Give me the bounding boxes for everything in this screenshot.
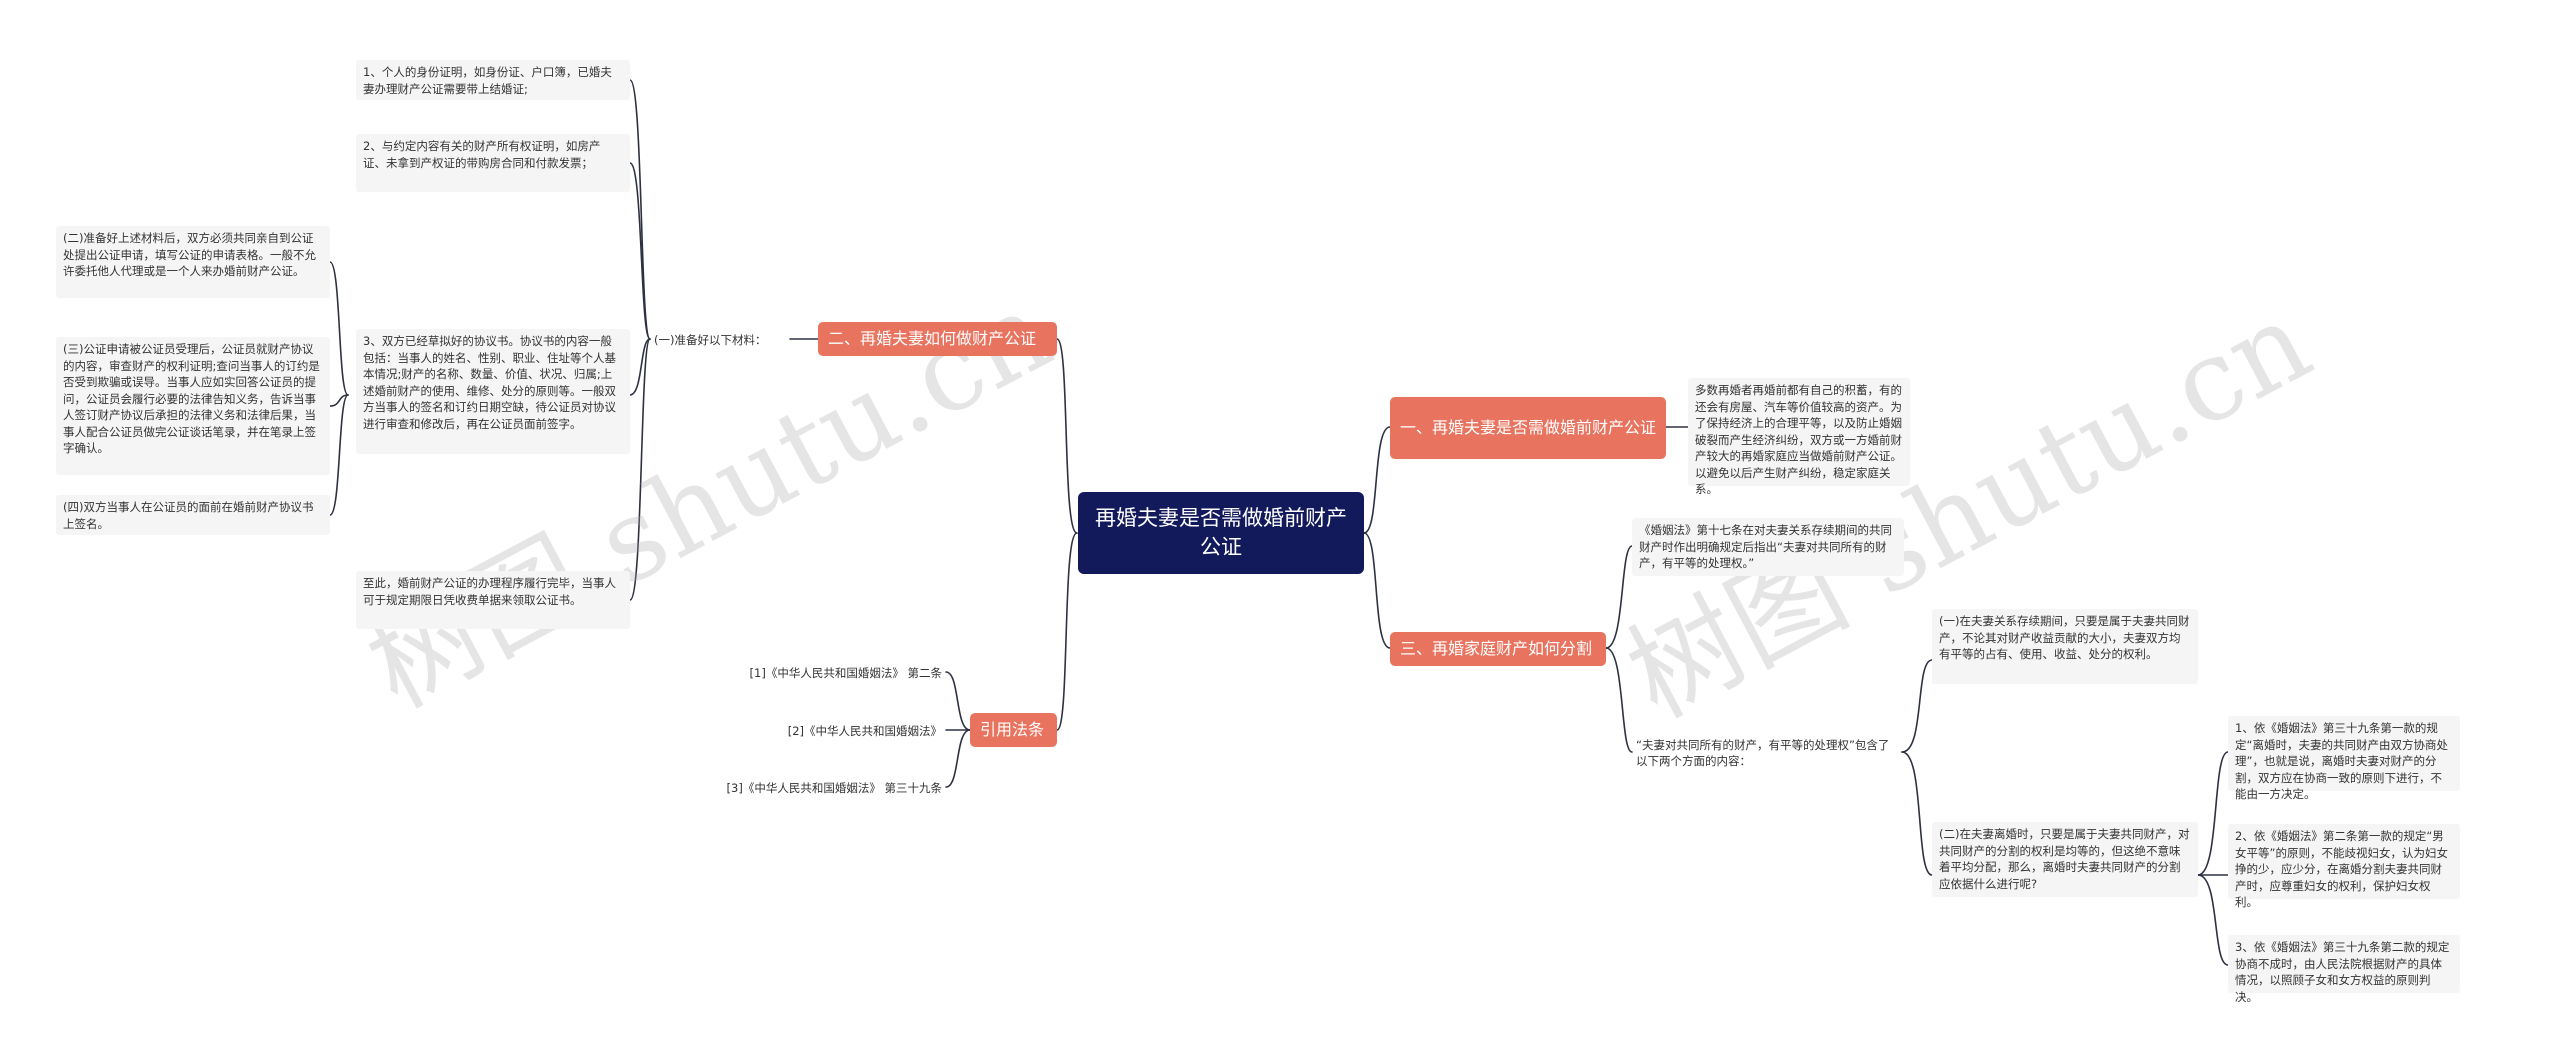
division-equal-right-label[interactable]: “夫妻对共同所有的财产，有平等的处理权”包含了以下两个方面的内容： (1636, 738, 1890, 768)
law-item-1[interactable]: [1]《中华人民共和国婚姻法》 第二条 (749, 666, 942, 680)
branch-whether-notarize[interactable]: 一、再婚夫妻是否需做婚前财产公证 (1390, 397, 1666, 459)
division-principle-2[interactable]: 2、依《婚姻法》第二条第一款的规定“男女平等”的原则，不能歧视妇女，认为妇女挣的… (2228, 824, 2460, 909)
root-topic[interactable]: 再婚夫妻是否需做婚前财产公证 (1078, 492, 1364, 574)
law-item-3[interactable]: [3]《中华人民共和国婚姻法》 第三十九条 (726, 781, 942, 795)
division-principle-1[interactable]: 1、依《婚姻法》第三十九条第一款的规定“离婚时，夫妻的共同财产由双方协商处理”，… (2228, 716, 2460, 801)
branch-how-to-notarize[interactable]: 二、再婚夫妻如何做财产公证 (818, 322, 1057, 356)
how-to-subitem-4[interactable]: (四)双方当事人在公证员的面前在婚前财产协议书上签名。 (56, 495, 330, 535)
division-aspect-2[interactable]: (二)在夫妻离婚时，只要是属于夫妻共同财产，对共同财产的分割的权利是均等的，但这… (1932, 822, 2198, 897)
division-aspect-1[interactable]: (一)在夫妻关系存续期间，只要是属于夫妻共同财产，不论其对财产收益贡献的大小，夫… (1932, 609, 2198, 684)
how-to-item-2[interactable]: 2、与约定内容有关的财产所有权证明，如房产证、未拿到产权证的带购房合同和付款发票… (356, 134, 630, 192)
how-to-subitem-2[interactable]: (二)准备好上述材料后，双方必须共同亲自到公证处提出公证申请，填写公证的申请表格… (56, 226, 330, 298)
branch-cited-laws[interactable]: 引用法条 (970, 713, 1057, 747)
how-to-item-4[interactable]: 至此，婚前财产公证的办理程序履行完毕，当事人可于规定期限日凭收费单据来领取公证书… (356, 571, 630, 629)
how-to-item-1[interactable]: 1、个人的身份证明，如身份证、户口簿，已婚夫妻办理财产公证需要带上结婚证; (356, 60, 630, 100)
how-to-prepare-label[interactable]: (一)准备好以下材料： (654, 333, 767, 347)
division-principle-3[interactable]: 3、依《婚姻法》第三十九条第二款的规定协商不成时，由人民法院根据财产的具体情况，… (2228, 935, 2460, 1004)
how-to-subitem-3[interactable]: (三)公证申请被公证员受理后，公证员就财产协议的内容，审查财产的权利证明;查问当… (56, 337, 330, 475)
division-intro[interactable]: 《婚姻法》第十七条在对夫妻关系存续期间的共同财产时作出明确规定后指出“夫妻对共同… (1632, 518, 1904, 576)
law-item-2[interactable]: [2]《中华人民共和国婚姻法》 (787, 724, 942, 738)
branch-property-division[interactable]: 三、再婚家庭财产如何分割 (1390, 632, 1606, 666)
how-to-item-3[interactable]: 3、双方已经草拟好的协议书。协议书的内容一般包括：当事人的姓名、性别、职业、住址… (356, 329, 630, 454)
whether-description[interactable]: 多数再婚者再婚前都有自己的积蓄，有的还会有房屋、汽车等价值较高的资产。为了保持经… (1688, 378, 1910, 496)
